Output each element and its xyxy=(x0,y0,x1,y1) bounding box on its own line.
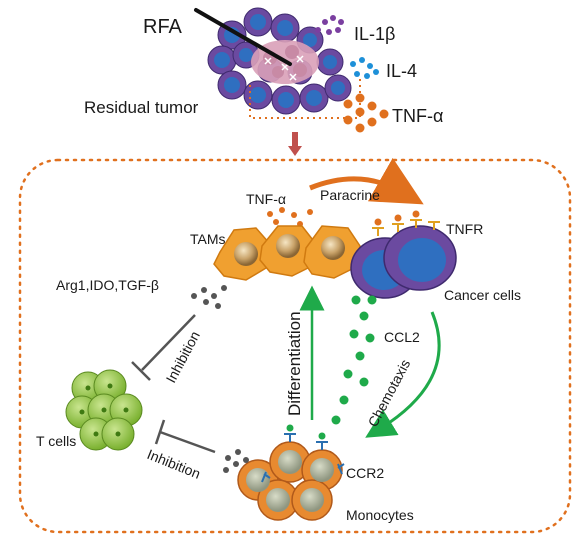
il1b-dots xyxy=(315,15,344,35)
ccr2-receptors xyxy=(261,424,345,483)
inhibition-bottom-line xyxy=(154,419,216,454)
label-tnfa-top: TNF-α xyxy=(392,106,443,126)
inhibition-top-line xyxy=(131,314,196,381)
label-cancer-cells: Cancer cells xyxy=(444,287,521,303)
tam-cells xyxy=(213,225,361,281)
tumor-mass-icon xyxy=(207,7,361,119)
label-differentiation: Differentiation xyxy=(285,311,304,416)
cancer-cells xyxy=(350,225,457,299)
label-monocytes: Monocytes xyxy=(346,507,414,523)
label-chemotaxis: Chemotaxis xyxy=(365,357,414,430)
label-tnfr: TNFR xyxy=(446,221,483,237)
label-il1b: IL-1β xyxy=(354,24,395,44)
monocyte-grey-dots xyxy=(223,449,249,473)
label-residual-tumor: Residual tumor xyxy=(84,98,199,117)
chemotaxis-arrow xyxy=(365,311,441,438)
label-inhibition-bottom: Inhibition xyxy=(145,446,203,482)
rfa-needle-icon xyxy=(194,8,292,66)
label-il4: IL-4 xyxy=(386,61,417,81)
tnfa-top-dots xyxy=(343,93,389,133)
tnfr-receptors xyxy=(372,210,440,236)
label-paracrine: Paracrine xyxy=(320,187,380,203)
paracrine-arrow xyxy=(309,157,424,205)
monocytes xyxy=(237,441,343,521)
arg1-dots xyxy=(191,285,227,309)
il4-dots xyxy=(350,57,379,79)
label-arg1: Arg1,IDO,TGF-β xyxy=(56,277,159,293)
label-ccr2: CCR2 xyxy=(346,465,384,481)
label-t-cells: T cells xyxy=(36,433,76,449)
t-cells xyxy=(65,369,143,451)
label-rfa: RFA xyxy=(143,16,183,38)
label-inhibition-top: Inhibition xyxy=(163,328,203,385)
microenvironment-boundary xyxy=(18,158,572,534)
label-tams: TAMs xyxy=(190,231,226,247)
progression-arrow xyxy=(288,132,302,156)
label-tnfa-inner: TNF-α xyxy=(246,191,286,207)
ccl2-dots xyxy=(331,295,377,425)
tnfa-inner-dots xyxy=(267,207,313,227)
label-ccl2: CCL2 xyxy=(384,329,420,345)
